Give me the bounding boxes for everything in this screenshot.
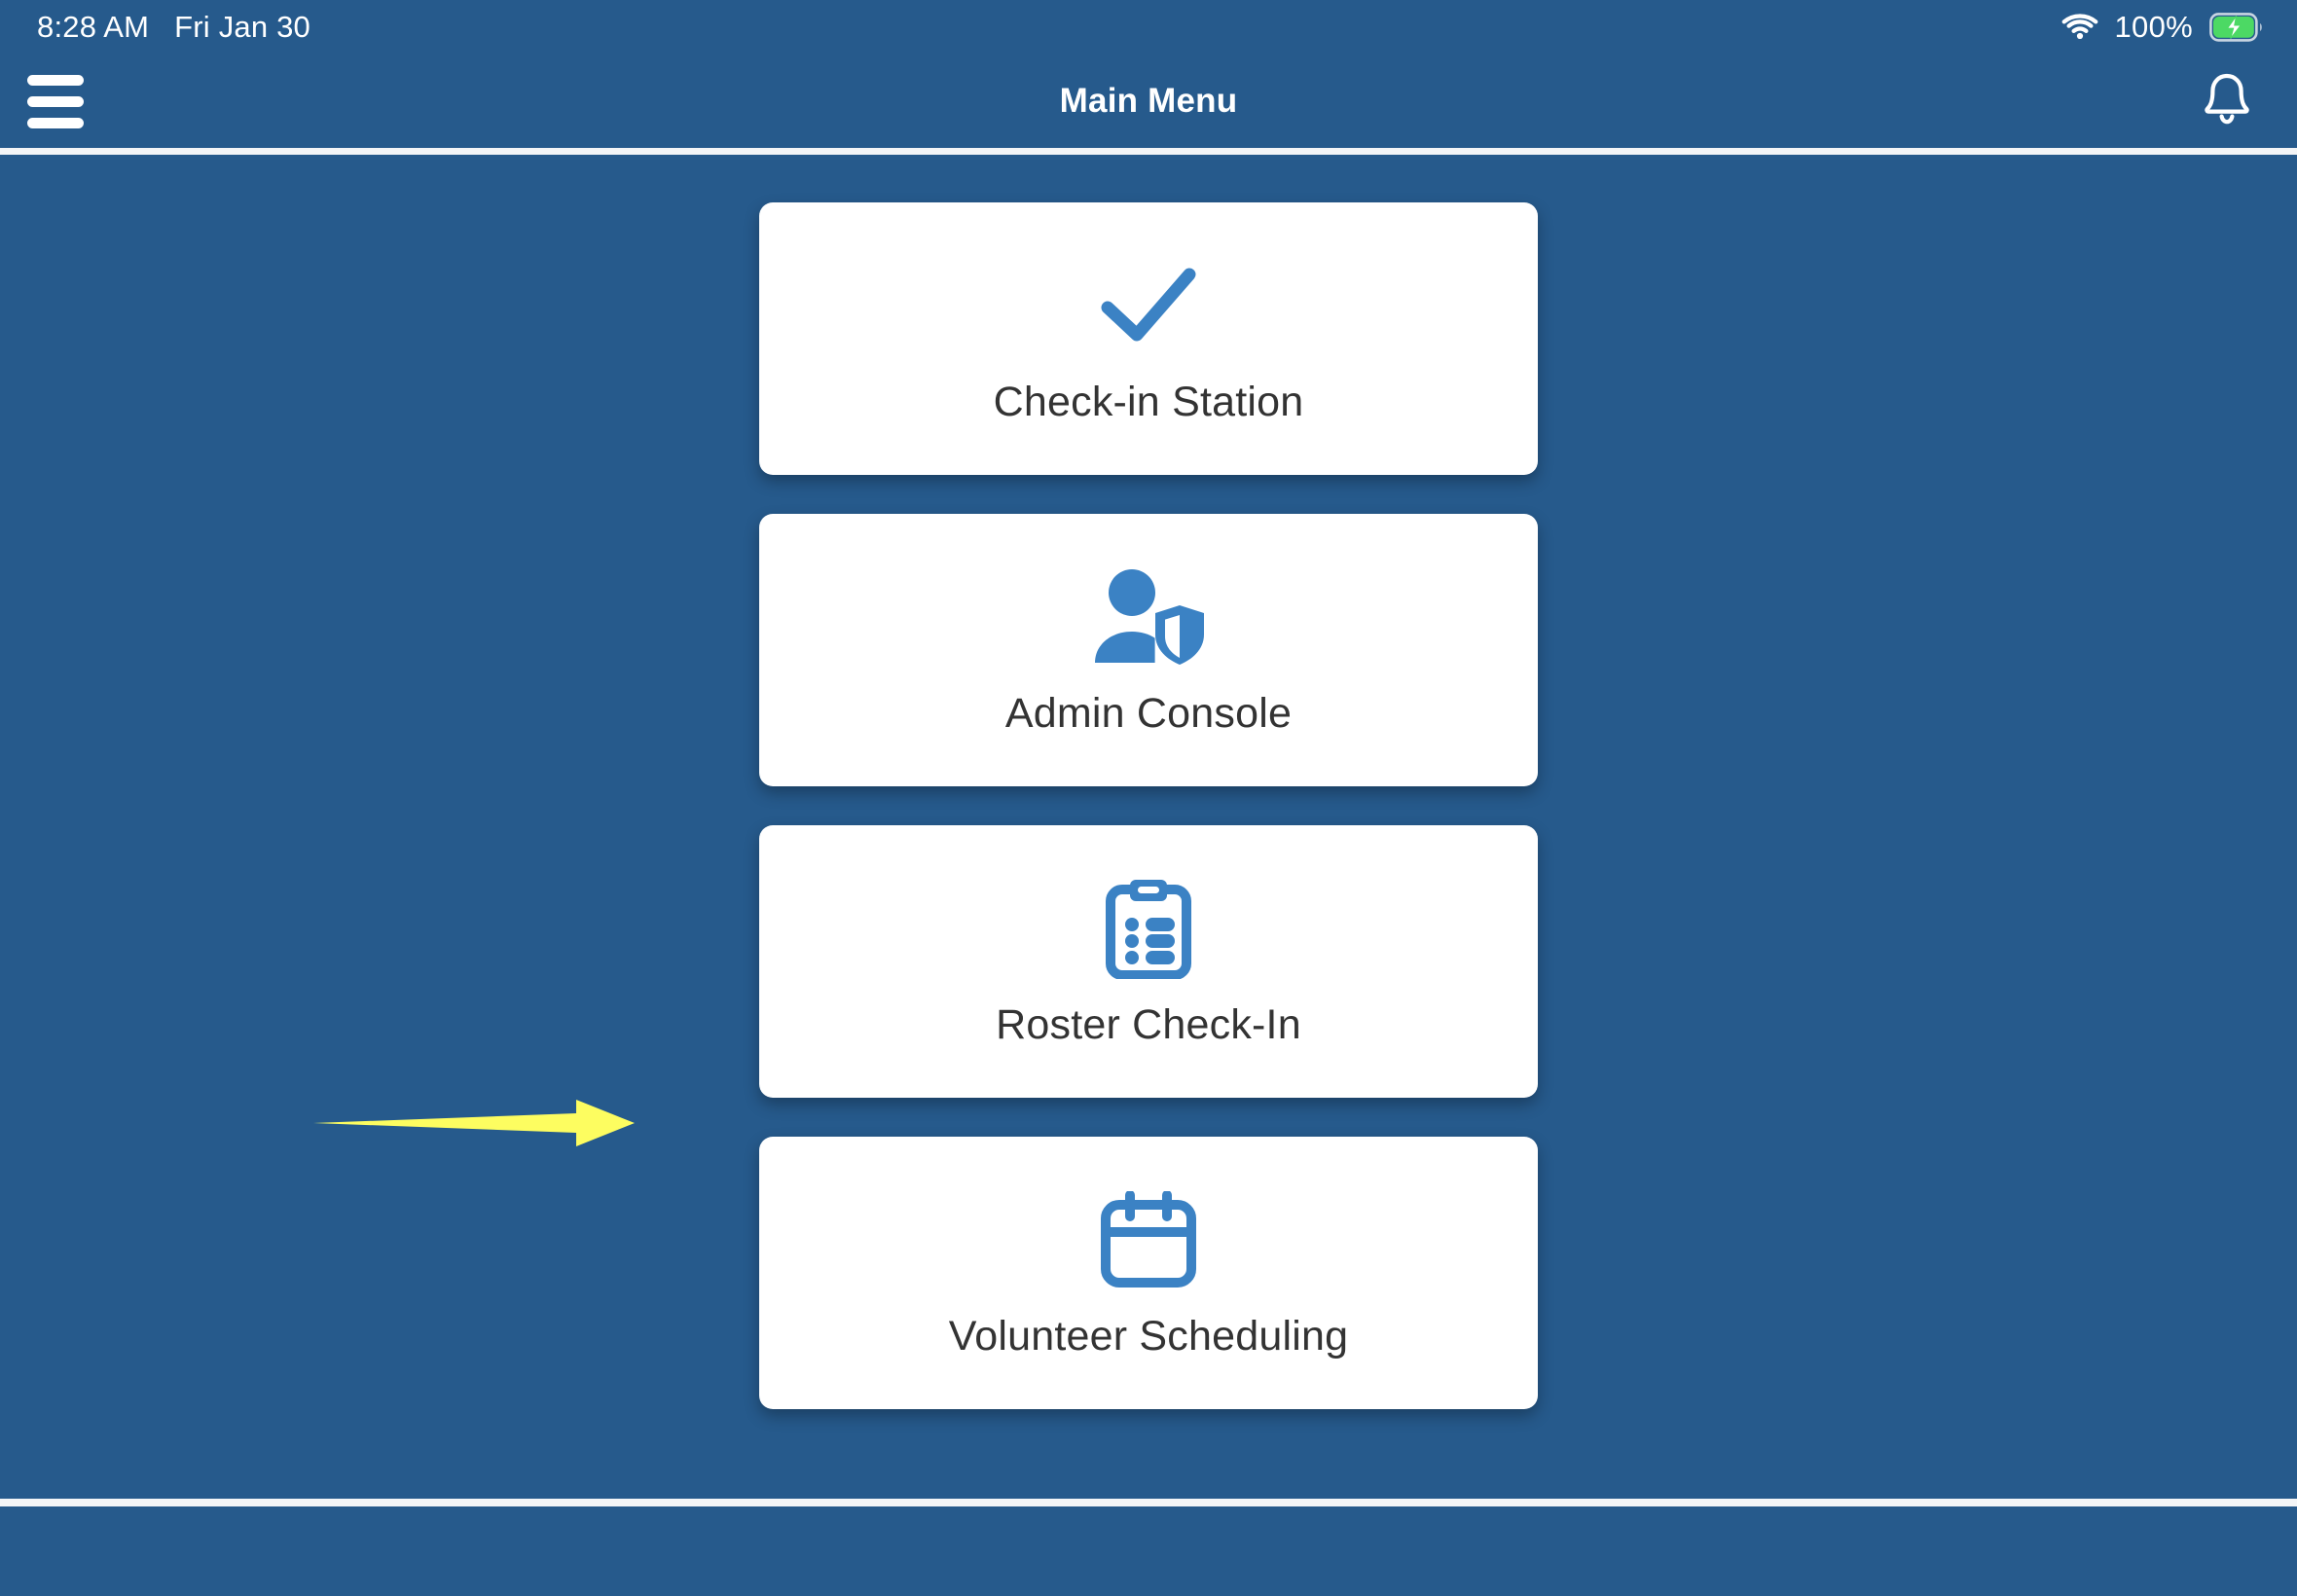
navigation-bar: Main Menu — [0, 54, 2297, 148]
calendar-icon — [1098, 1189, 1199, 1290]
main-content: Check-in Station Admin Console — [0, 155, 2297, 1499]
menu-card-volunteer-scheduling[interactable]: Volunteer Scheduling — [759, 1137, 1538, 1409]
bottom-bar — [0, 1506, 2297, 1596]
menu-card-label: Admin Console — [1004, 689, 1293, 737]
clipboard-list-icon — [1105, 878, 1192, 979]
wifi-icon — [2061, 12, 2098, 44]
menu-card-label: Volunteer Scheduling — [948, 1312, 1349, 1360]
notifications-button[interactable] — [2192, 66, 2262, 136]
user-shield-icon — [1087, 566, 1210, 668]
battery-percentage: 100% — [2114, 10, 2193, 44]
hamburger-bar-2 — [27, 95, 84, 107]
hamburger-bar-3 — [27, 117, 84, 128]
hamburger-menu-icon[interactable] — [23, 74, 88, 128]
status-bar-left: 8:28 AM Fri Jan 30 — [37, 10, 310, 45]
annotation-arrow-icon — [292, 1084, 642, 1152]
hamburger-bar-1 — [27, 74, 84, 86]
status-bar-right: 100% — [2061, 10, 2265, 45]
menu-card-list: Check-in Station Admin Console — [759, 202, 1538, 1409]
menu-card-admin-console[interactable]: Admin Console — [759, 514, 1538, 786]
check-icon — [1090, 255, 1207, 356]
status-time: 8:28 AM — [37, 10, 150, 44]
menu-card-label: Roster Check-In — [996, 1000, 1301, 1048]
page-title: Main Menu — [1059, 82, 1238, 120]
bell-icon — [2200, 70, 2254, 133]
battery-charging-icon — [2209, 13, 2264, 42]
menu-card-roster-check-in[interactable]: Roster Check-In — [759, 825, 1538, 1098]
status-date: Fri Jan 30 — [174, 10, 310, 44]
menu-card-check-in-station[interactable]: Check-in Station — [759, 202, 1538, 475]
menu-card-label: Check-in Station — [993, 378, 1304, 425]
nav-divider — [0, 148, 2297, 155]
bottom-divider — [0, 1499, 2297, 1506]
status-bar: 8:28 AM Fri Jan 30 100% — [0, 0, 2297, 54]
